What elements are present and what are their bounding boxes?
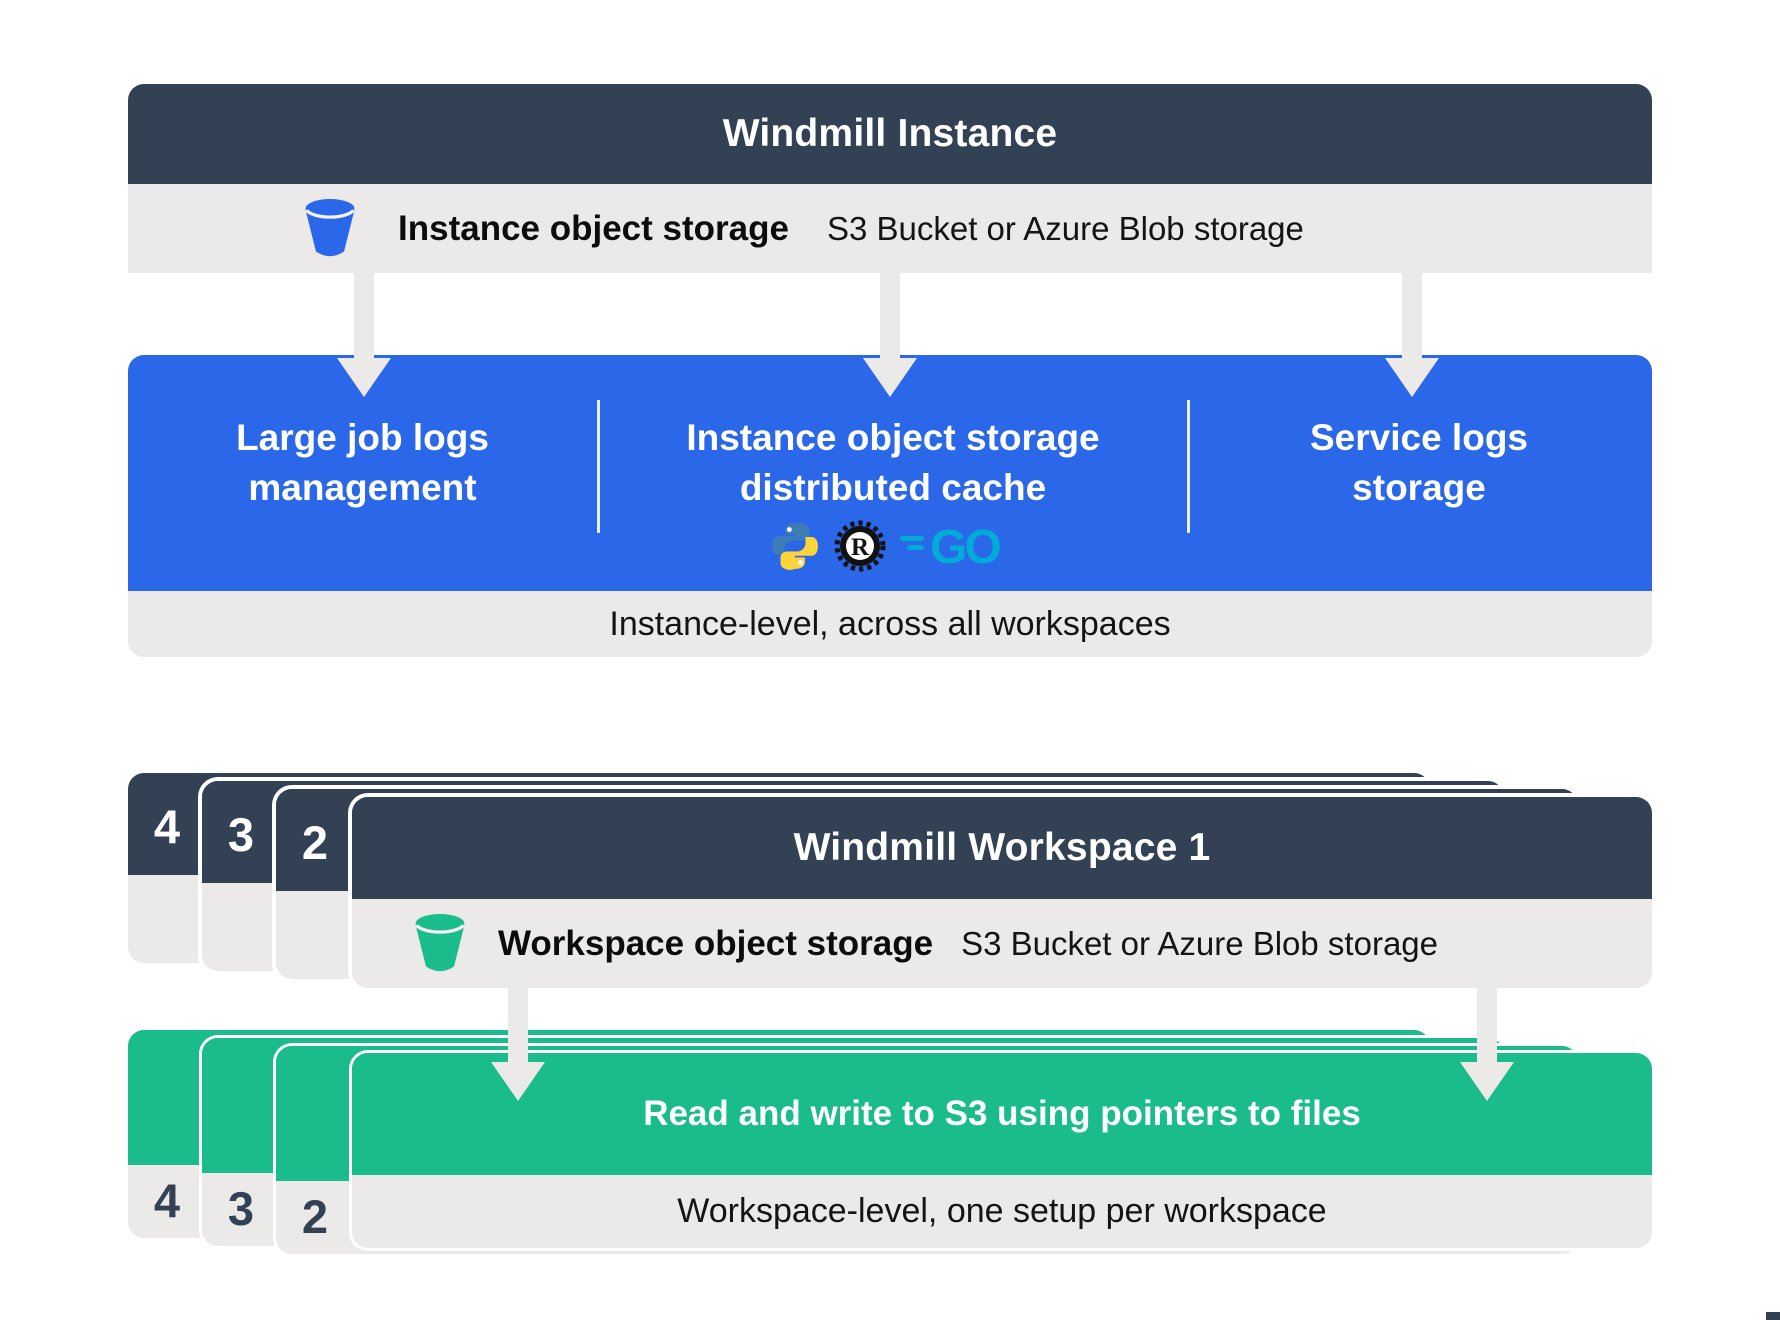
instance-caption: Instance-level, across all workspaces — [609, 604, 1171, 643]
feature-distributed-cache: Instance object storage distributed cach… — [600, 413, 1186, 513]
workspace-storage-detail: S3 Bucket or Azure Blob storage — [961, 924, 1438, 962]
instance-storage-label: Instance object storage — [398, 208, 789, 248]
s3-card-number: 3 — [227, 1182, 255, 1235]
workspace-title: Windmill Workspace 1 — [793, 826, 1211, 869]
workspace-card-header: Windmill Workspace 1 — [352, 797, 1652, 899]
python-icon — [770, 521, 820, 571]
column-divider — [597, 400, 600, 533]
s3-action-banner: Read and write to S3 using pointers to f… — [352, 1053, 1652, 1175]
feature-line: Large job logs — [236, 417, 489, 458]
instance-title: Windmill Instance — [722, 112, 1058, 155]
go-icon: GO — [900, 519, 1016, 573]
feature-large-job-logs: Large job logs management — [128, 413, 597, 513]
bucket-icon — [300, 197, 360, 261]
instance-caption-bar: Instance-level, across all workspaces — [128, 591, 1652, 657]
down-arrow-icon — [863, 273, 917, 397]
workspace-caption-bar: Workspace-level, one setup per workspace — [352, 1175, 1652, 1248]
feature-line: storage — [1352, 467, 1486, 508]
instance-storage-bar: Instance object storage S3 Bucket or Azu… — [128, 184, 1652, 273]
instance-features-box: Large job logs management Instance objec… — [128, 355, 1652, 591]
bucket-icon — [410, 912, 470, 976]
feature-line: distributed cache — [739, 467, 1047, 508]
workspace-card-number: 3 — [227, 808, 255, 861]
s3-card-main: Read and write to S3 using pointers to f… — [352, 1053, 1652, 1248]
language-icons-row: R GO — [600, 518, 1186, 574]
column-divider — [1187, 400, 1190, 533]
rust-icon: R — [834, 520, 886, 572]
workspace-storage-label: Workspace object storage — [498, 923, 934, 963]
workspace-card-number: 2 — [301, 816, 329, 869]
s3-action-text: Read and write to S3 using pointers to f… — [643, 1094, 1361, 1133]
feature-service-logs: Service logs storage — [1186, 413, 1652, 513]
instance-card-header: Windmill Instance — [128, 84, 1652, 184]
down-arrow-icon — [337, 273, 391, 397]
svg-text:R: R — [851, 534, 870, 561]
svg-text:GO: GO — [930, 521, 1000, 573]
workspace-card-main: Windmill Workspace 1 Workspace object st… — [352, 797, 1652, 988]
s3-card-number: 4 — [153, 1174, 181, 1227]
bottom-right-corner-artifact — [1766, 1312, 1780, 1320]
down-arrow-icon — [1385, 273, 1439, 397]
workspace-caption: Workspace-level, one setup per workspace — [677, 1192, 1327, 1230]
feature-line: management — [248, 467, 477, 508]
feature-line: Service logs — [1309, 417, 1528, 458]
workspace-storage-bar: Workspace object storage S3 Bucket or Az… — [352, 899, 1652, 988]
workspace-card-number: 4 — [153, 800, 181, 853]
feature-line: Instance object storage — [686, 417, 1100, 458]
instance-storage-detail: S3 Bucket or Azure Blob storage — [826, 209, 1304, 247]
down-arrow-icon — [1460, 987, 1514, 1101]
s3-card-number: 2 — [301, 1190, 329, 1243]
down-arrow-icon — [491, 987, 545, 1101]
